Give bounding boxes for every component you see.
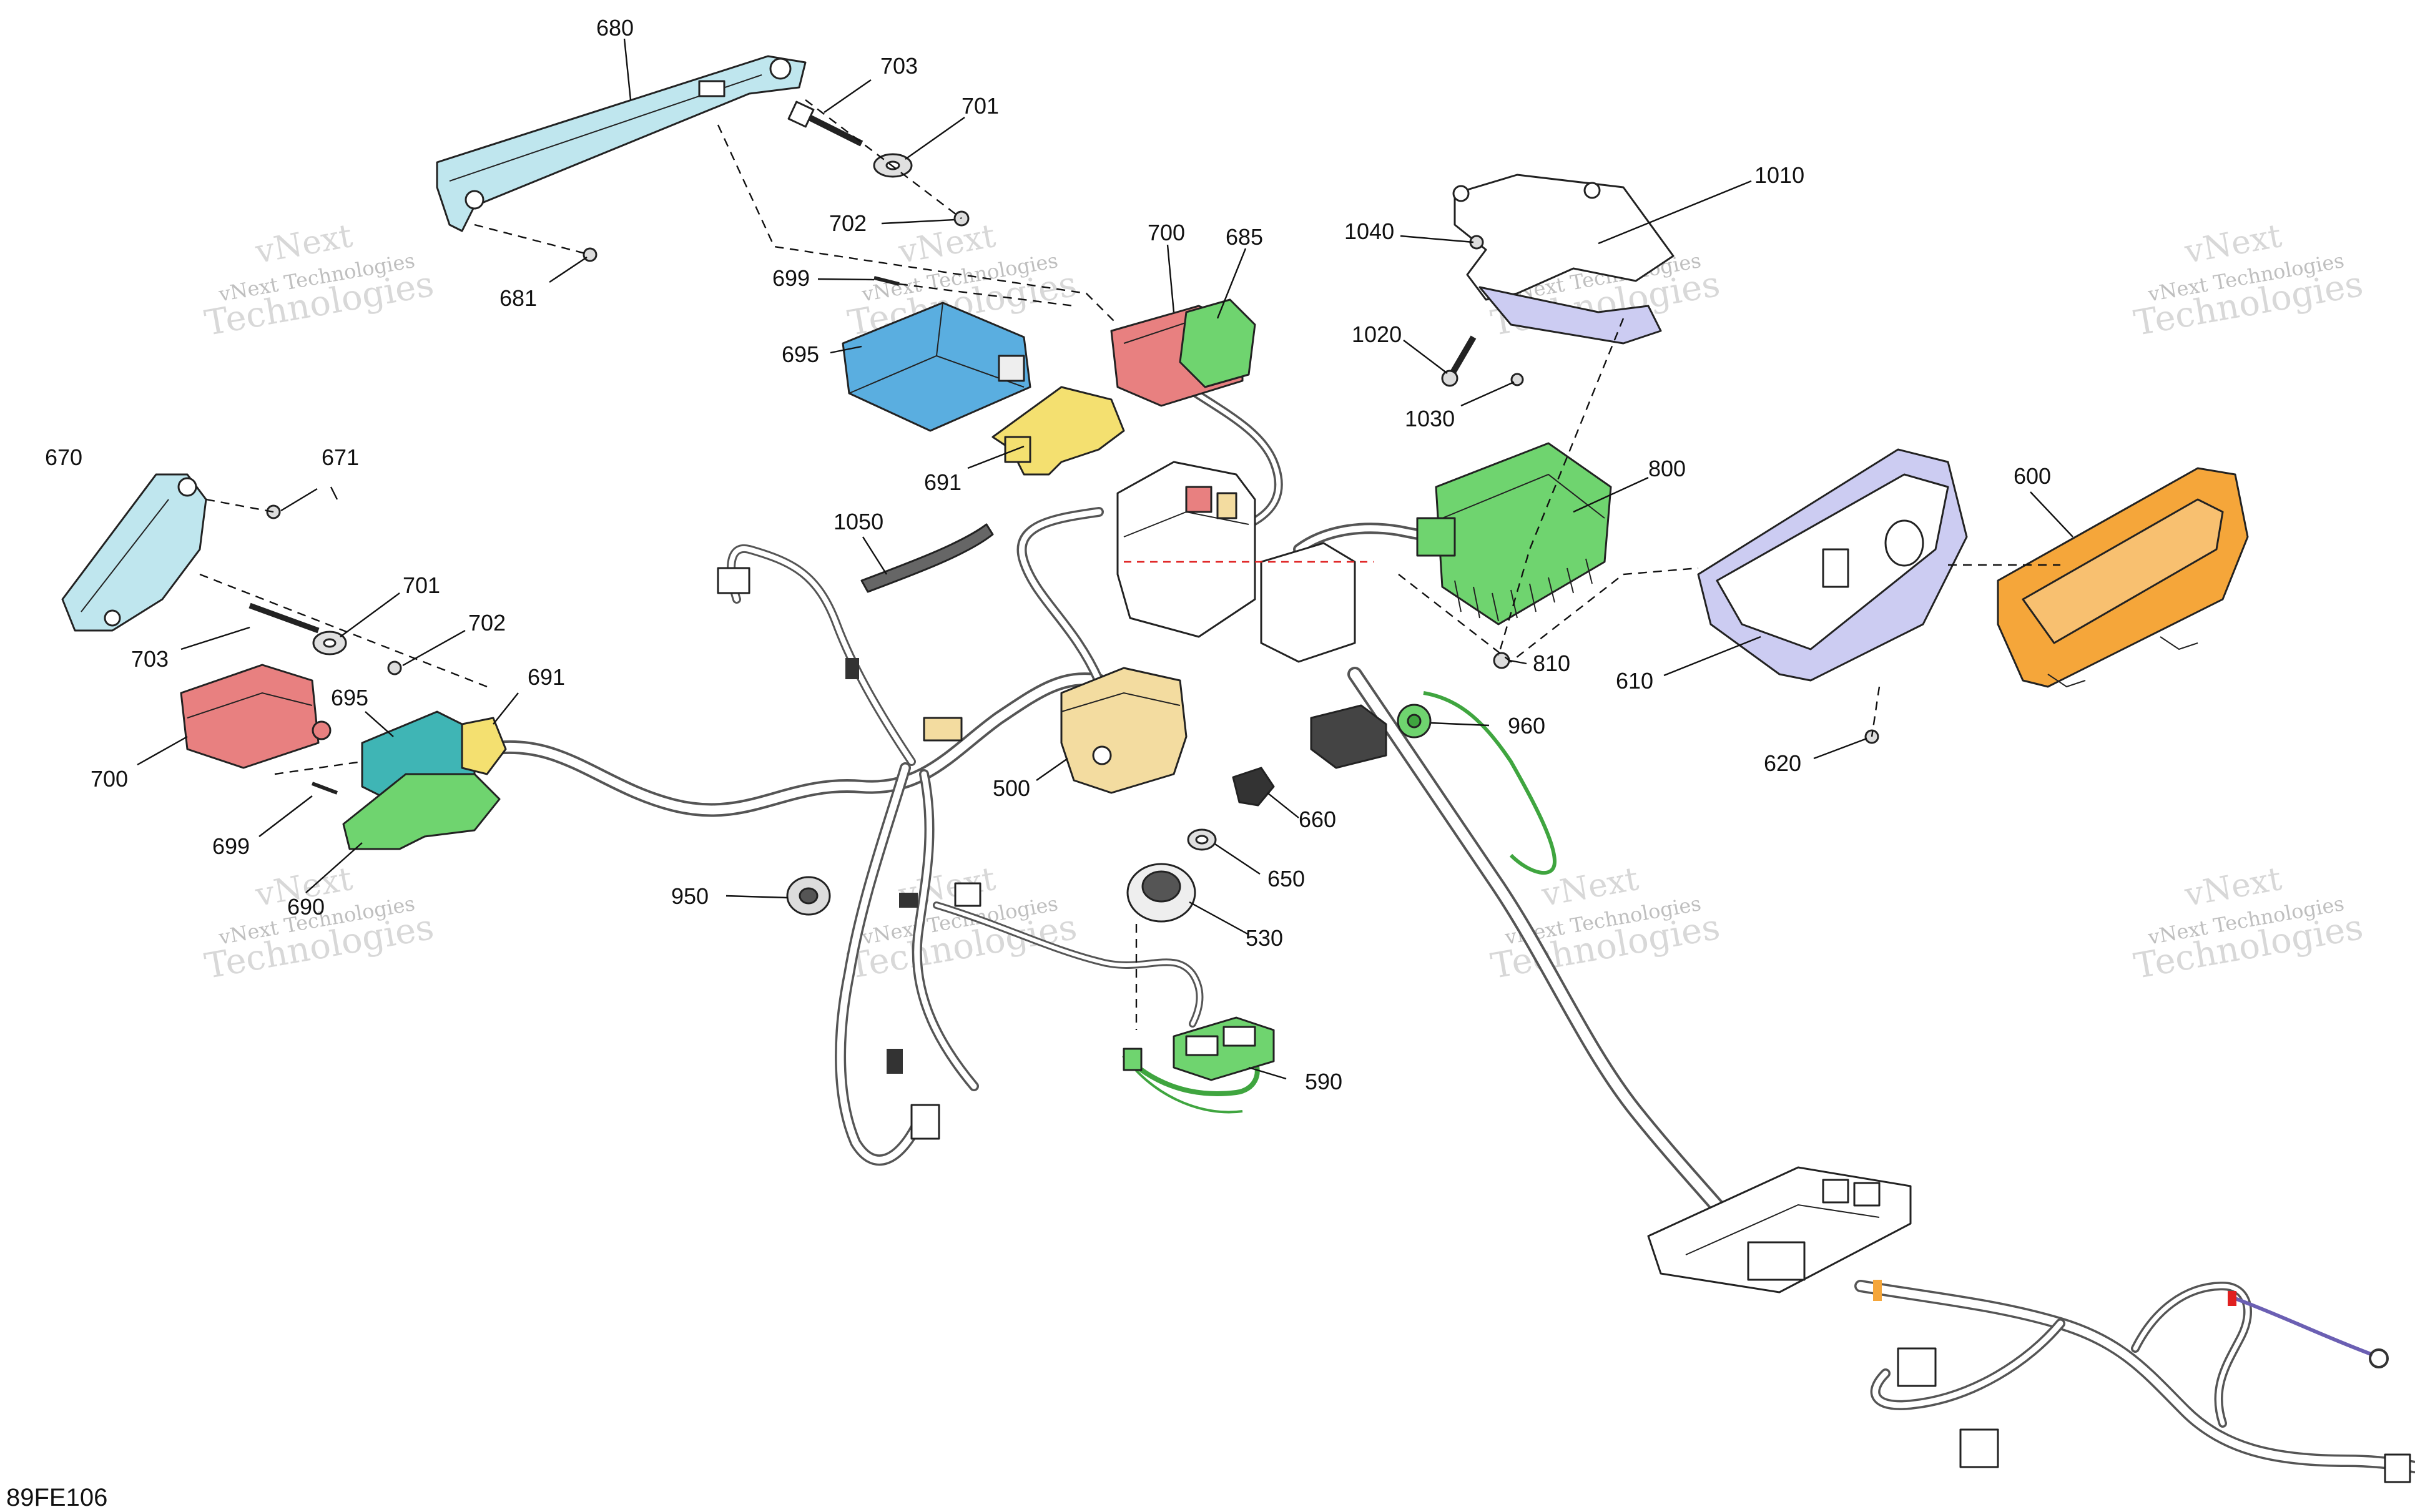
watermark-4: vNext vNext Technologies Technologies — [2131, 217, 2366, 344]
callout-701-left: 701 — [403, 572, 440, 598]
part-699-screw-left — [311, 782, 338, 795]
callout-1020: 1020 — [1352, 322, 1402, 347]
callout-700-left: 700 — [91, 766, 128, 792]
leader-lines — [137, 38, 2073, 1080]
callout-700: 700 — [1148, 220, 1185, 245]
callout-590: 590 — [1305, 1069, 1342, 1094]
part-1050-foam-strip — [860, 523, 994, 593]
part-950-sensor — [786, 876, 831, 916]
part-680-bracket — [436, 55, 807, 232]
part-junction-box — [1260, 542, 1356, 663]
part-695-module-blue — [842, 302, 1031, 432]
callout-695: 695 — [782, 341, 819, 367]
harness-band — [1873, 1280, 1882, 1301]
part-connector-block-dark — [1310, 704, 1387, 769]
callout-1010: 1010 — [1754, 162, 1804, 188]
assembly-lines — [199, 99, 2060, 1030]
part-681-screw — [583, 247, 598, 262]
callout-691-left: 691 — [528, 664, 565, 690]
harness-connector — [1897, 1347, 1937, 1387]
watermark-2: vNext vNext Technologies Technologies — [845, 217, 1080, 344]
callout-699: 699 — [772, 265, 810, 291]
callout-1050: 1050 — [834, 509, 883, 534]
part-1030-screw — [1510, 373, 1524, 386]
part-691-bracket-yellow-left — [461, 717, 507, 775]
part-701-washer-left — [312, 631, 347, 655]
harness-connector — [2384, 1453, 2411, 1483]
harness-clip — [899, 893, 918, 908]
part-703-bolt-left — [248, 602, 320, 634]
callout-810: 810 — [1533, 650, 1570, 676]
harness-connector — [1959, 1428, 1999, 1468]
callout-701: 701 — [962, 93, 999, 119]
part-685-connector-green — [1179, 298, 1256, 388]
part-670-bracket — [61, 473, 207, 632]
watermark-8: vNext vNext Technologies Technologies — [2131, 860, 2366, 987]
harness-clip — [887, 1049, 903, 1074]
part-610-cover — [1697, 448, 1968, 682]
callout-685: 685 — [1226, 224, 1263, 250]
part-690-bracket-green — [342, 773, 501, 850]
harness-connector — [717, 567, 750, 594]
part-702-nut-left — [387, 660, 402, 675]
callout-labels: 680 703 701 702 681 700 685 699 695 691 … — [45, 15, 2051, 1094]
callout-681: 681 — [499, 285, 537, 311]
callout-950: 950 — [671, 883, 709, 909]
callout-680: 680 — [596, 15, 634, 41]
callout-703-left: 703 — [131, 646, 169, 672]
harness-clip — [845, 658, 859, 679]
callout-650: 650 — [1267, 866, 1305, 891]
part-650-nut-ring — [1187, 828, 1217, 851]
part-500-box-beige — [1060, 667, 1188, 794]
callout-620: 620 — [1764, 750, 1801, 776]
harness-connector — [954, 882, 981, 907]
callout-699-left: 699 — [212, 833, 250, 859]
callout-960: 960 — [1508, 713, 1545, 739]
part-691-bracket-yellow — [991, 386, 1125, 476]
part-ecu-bottom-right — [1647, 1166, 1912, 1294]
callout-671: 671 — [322, 444, 359, 470]
figure-code: 89FE106 — [6, 1484, 107, 1511]
callout-695-left: 695 — [331, 685, 368, 710]
callout-691: 691 — [924, 469, 962, 495]
part-fuse-box-center — [1116, 461, 1256, 638]
part-600-display-orange — [1997, 467, 2249, 688]
watermark-1: vNext vNext Technologies Technologies — [202, 217, 436, 344]
part-810-screw — [1493, 652, 1510, 669]
callout-690: 690 — [287, 894, 325, 920]
part-590-switch-green — [1123, 1016, 1275, 1081]
part-800-module-green — [1416, 442, 1612, 626]
callout-670: 670 — [45, 444, 82, 470]
callout-702: 702 — [829, 210, 867, 236]
part-530-ignition-switch — [1126, 863, 1196, 923]
callout-800: 800 — [1648, 456, 1686, 481]
part-1010-bracket — [1452, 174, 1675, 345]
callout-660: 660 — [1299, 807, 1336, 832]
part-960-ground-connector — [1397, 704, 1432, 739]
harness-connector — [910, 1104, 940, 1140]
part-1020-bolt — [1441, 335, 1477, 387]
callout-500: 500 — [993, 775, 1030, 801]
part-703-bolt — [787, 101, 863, 147]
part-699-screw — [873, 276, 900, 286]
callout-1030: 1030 — [1405, 406, 1455, 431]
callout-600: 600 — [2014, 463, 2051, 489]
harness-connector — [923, 717, 963, 742]
part-660-switch — [1232, 767, 1275, 807]
callout-610: 610 — [1616, 668, 1653, 694]
callout-702-left: 702 — [468, 610, 506, 636]
callout-530: 530 — [1246, 925, 1283, 951]
wiring-harness — [480, 383, 2415, 1483]
callout-703: 703 — [880, 53, 918, 79]
part-700-module-red-left — [180, 664, 332, 769]
harness-band — [2228, 1291, 2236, 1306]
callout-1040: 1040 — [1344, 218, 1394, 244]
